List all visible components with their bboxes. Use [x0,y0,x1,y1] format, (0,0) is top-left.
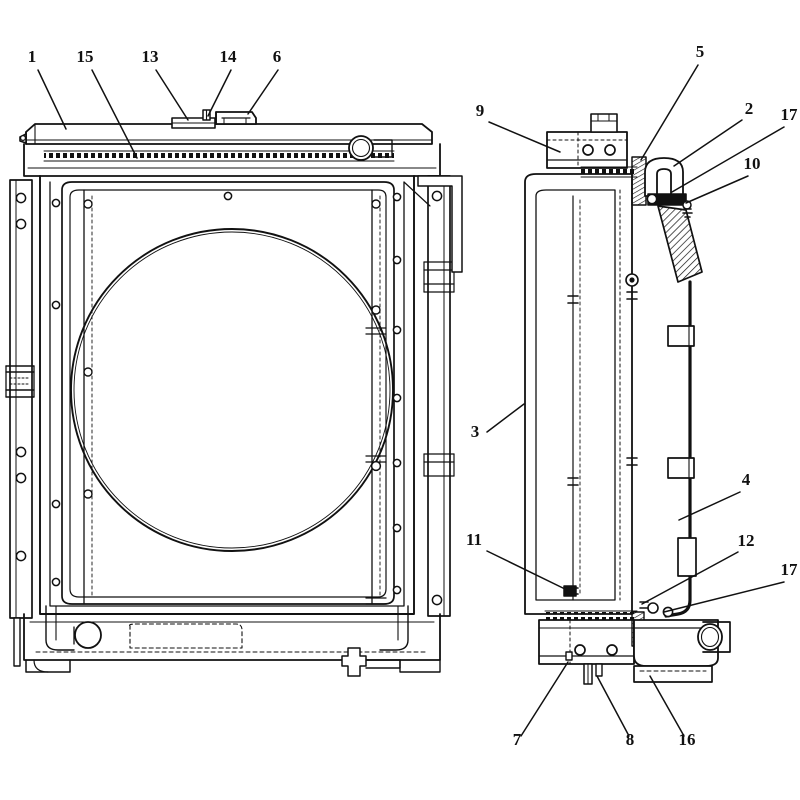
leader-14 [207,69,232,117]
side-overflow-duct [657,205,703,283]
side-upper-hose-clamp [646,193,687,206]
leader-17b [663,581,785,613]
front-face-fastener-holes [51,191,402,595]
side-view-group [524,113,731,685]
callout-numbers: 1 15 13 14 6 5 9 2 17 10 3 4 12 17 11 7 … [28,42,798,749]
side-drain-pin [583,663,603,685]
leader-7 [520,661,569,737]
front-top-tank-body [23,143,441,177]
side-overflow-hose [664,280,697,618]
callout-7: 7 [513,730,522,749]
side-filler-gasket [631,156,647,206]
side-lower-hose-fitting [639,601,659,614]
front-left-side-channel [83,189,93,605]
side-hose-clips [667,325,697,577]
leader-6 [247,69,279,115]
front-right-side-channel [365,189,387,605]
front-bottom-left-bracket [45,605,75,651]
front-view-group [5,109,463,677]
leader-12 [641,551,739,605]
callout-4: 4 [742,470,751,489]
callout-16: 16 [679,730,696,749]
callout-11: 11 [466,530,482,549]
side-core-body [524,173,639,615]
callout-8: 8 [626,730,635,749]
side-flat-shim [633,665,713,683]
front-drain-plug [341,647,401,677]
callout-15: 15 [77,47,94,66]
leader-9 [488,121,561,153]
leader-4 [678,491,741,521]
front-top-right-gusset [403,175,463,273]
leader-5 [640,64,699,161]
callout-5: 5 [696,42,705,61]
front-left-mount-rail [5,179,35,619]
callout-6: 6 [273,47,282,66]
callout-12: 12 [738,531,755,550]
callout-leaders [37,64,785,737]
side-lower-outlet [633,619,731,667]
front-bottom-right-bracket [379,605,409,651]
callout-3: 3 [471,422,480,441]
side-lower-bracket [538,619,635,665]
leader-11 [486,550,568,591]
leader-15 [91,69,138,159]
callout-2: 2 [745,99,754,118]
filler-cap-assembly [171,109,257,129]
front-bottom-tank [13,613,441,677]
leader-3 [486,403,525,433]
side-upper-bracket [546,113,628,169]
leader-1 [37,69,67,130]
callout-17-lower: 17 [781,560,799,579]
front-core-frame [39,175,415,615]
callout-9: 9 [476,101,485,120]
callout-1: 1 [28,47,37,66]
leader-16 [649,675,685,737]
side-lower-tab [563,585,577,597]
leader-10 [685,175,749,204]
front-right-mount-rail [423,175,455,617]
callout-14: 14 [220,47,238,66]
leader-17a [671,126,785,193]
side-core-tabs [567,291,638,595]
leader-13 [155,69,189,121]
leader-2 [673,119,743,167]
callout-17-upper: 17 [781,105,799,124]
front-upper-outlet [348,135,393,161]
callout-13: 13 [142,47,159,66]
leader-8 [596,675,630,737]
callout-10: 10 [744,154,761,173]
fan-shroud-opening [70,228,394,552]
